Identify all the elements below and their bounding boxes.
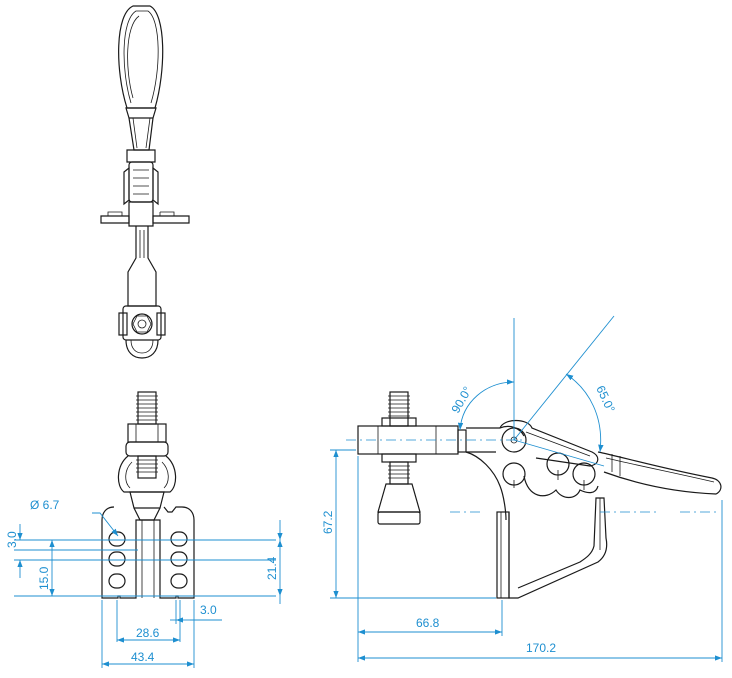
dim-hole-pitch-vertical: 15.0 [37,566,51,590]
clamp-arm [127,226,157,307]
lower-thread [136,455,158,479]
dim-base-width: 43.4 [131,650,155,664]
spindle-thread [136,391,158,425]
top-view [100,5,190,359]
pivot-pins [502,452,596,490]
side-body [465,451,599,521]
spindle-holder [118,305,166,359]
mounting-holes [108,531,188,589]
side-base [496,497,608,599]
dim-overall-length: 170.2 [526,641,556,655]
front-dimensions: Ø 6.7 3.0 15.0 21.4 3.0 28.6 43.4 [5,498,283,668]
dim-handle-open-angle: 65.0° [593,383,618,415]
dim-mount-to-spindle: 66.8 [416,616,440,630]
pivot-wings [100,201,190,227]
dim-hole-pitch-horizontal: 28.6 [136,626,160,640]
side-handle [597,451,722,495]
side-view [357,391,722,599]
dim-hole-span-vertical: 21.4 [265,556,279,580]
side-spindle [377,391,421,525]
dim-edge-offset-left: 3.0 [5,531,19,548]
link-block [123,161,159,206]
dim-height-total: 67.2 [321,510,335,534]
dim-edge-offset-right: 3.0 [200,603,217,617]
handle-shank [126,117,156,163]
handle-grip [118,5,164,119]
dim-spindle-open-angle: 90.0° [448,384,474,416]
spindle-nut-top [125,423,169,457]
base-plate [101,506,195,599]
dim-hole-diameter: Ø 6.7 [30,498,60,512]
side-dimensions: 67.2 66.8 170.2 90.0° 65.0° [321,315,723,662]
front-view [101,391,195,599]
